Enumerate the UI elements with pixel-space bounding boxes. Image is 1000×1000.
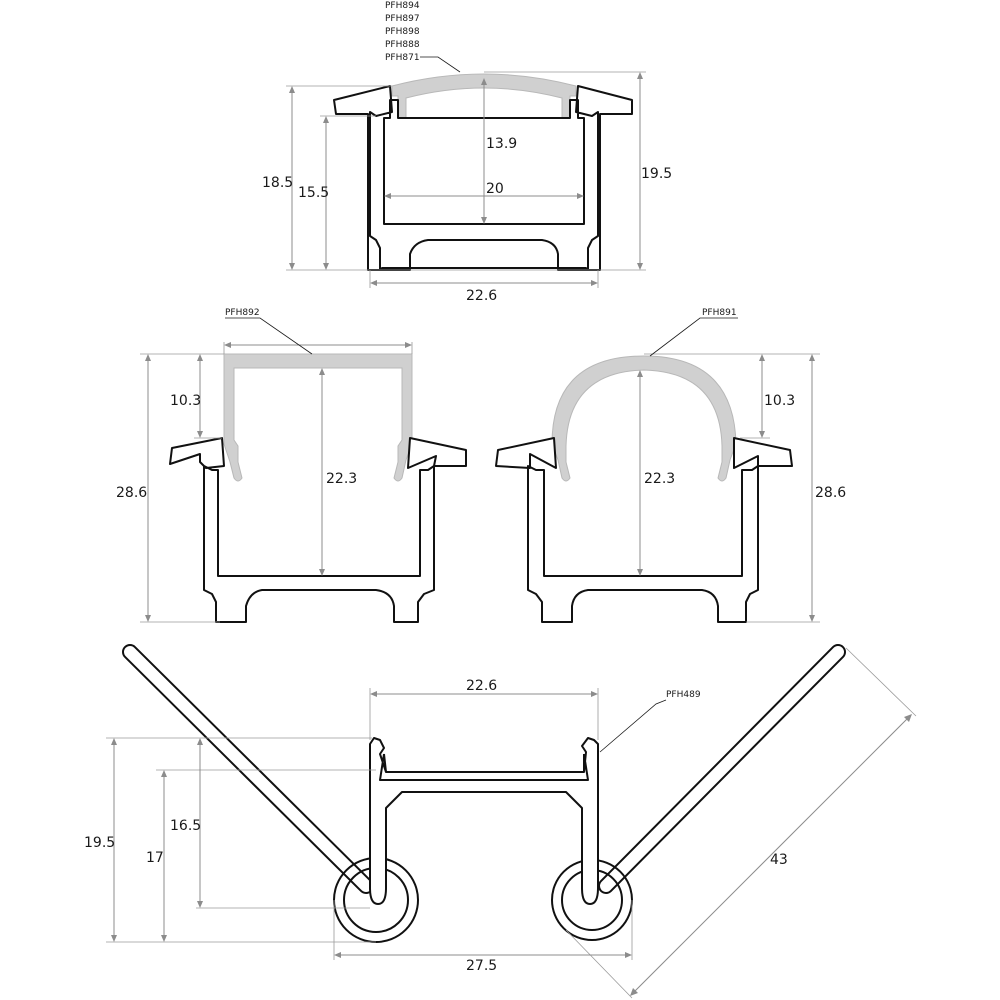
- mid-left-dim-total-height: 28.6: [116, 485, 147, 501]
- bottom-dim-wing-length: 43: [770, 852, 788, 868]
- middle-right-profile-body: [495, 437, 793, 623]
- top-dim-inner-height: 15.5: [298, 185, 329, 201]
- top-cover-code-5: PFH871: [385, 53, 420, 63]
- top-cover-code-3: PFH898: [385, 27, 420, 37]
- bottom-accessory-code: PFH489: [666, 690, 701, 700]
- bottom-dim-total-height: 19.5: [84, 835, 115, 851]
- middle-left-profile-body: [169, 437, 467, 623]
- mid-right-dim-inner-depth: 22.3: [644, 471, 675, 487]
- mid-right-dim-cover-height: 10.3: [764, 393, 795, 409]
- mid-left-dim-inner-depth: 22.3: [326, 471, 357, 487]
- top-dim-outer-height: 18.5: [262, 175, 293, 191]
- mid-right-cover-code: PFH891: [702, 308, 737, 318]
- dome-diffuser-cover: [551, 355, 737, 482]
- top-dim-bottom-width: 22.6: [466, 288, 497, 304]
- mid-right-dim-total-height: 28.6: [815, 485, 846, 501]
- bottom-dim-spring-height: 17: [146, 850, 164, 866]
- top-dim-total-height: 19.5: [641, 166, 672, 182]
- top-profile: 18.5 15.5 13.9 20 19.5 22.6 PFH894 PFH89…: [262, 1, 672, 304]
- bottom-profile: 22.6 19.5 17 16.5 27.5 43 PFH489: [84, 644, 917, 999]
- middle-left-profile: 28.6 10.3 22.3 PFH892: [116, 308, 467, 623]
- mid-left-cover-code: PFH892: [225, 308, 260, 318]
- bottom-dim-top-width: 22.6: [466, 678, 497, 694]
- bottom-dim-channel-height: 16.5: [170, 818, 201, 834]
- bottom-dim-ring-span: 27.5: [466, 958, 497, 974]
- top-dim-cover-depth: 13.9: [486, 136, 517, 152]
- square-diffuser-cover: [223, 353, 413, 482]
- top-profile-body: [333, 85, 633, 271]
- top-cover-code-4: PFH888: [385, 40, 420, 50]
- top-cover-code-1: PFH894: [385, 1, 420, 11]
- mid-left-dim-cover-height: 10.3: [170, 393, 201, 409]
- top-cover-code-2: PFH897: [385, 14, 420, 24]
- bottom-profile-body: [369, 737, 599, 905]
- middle-right-profile: 10.3 22.3 28.6 PFH891: [495, 308, 846, 623]
- top-dim-inner-width: 20: [486, 181, 504, 197]
